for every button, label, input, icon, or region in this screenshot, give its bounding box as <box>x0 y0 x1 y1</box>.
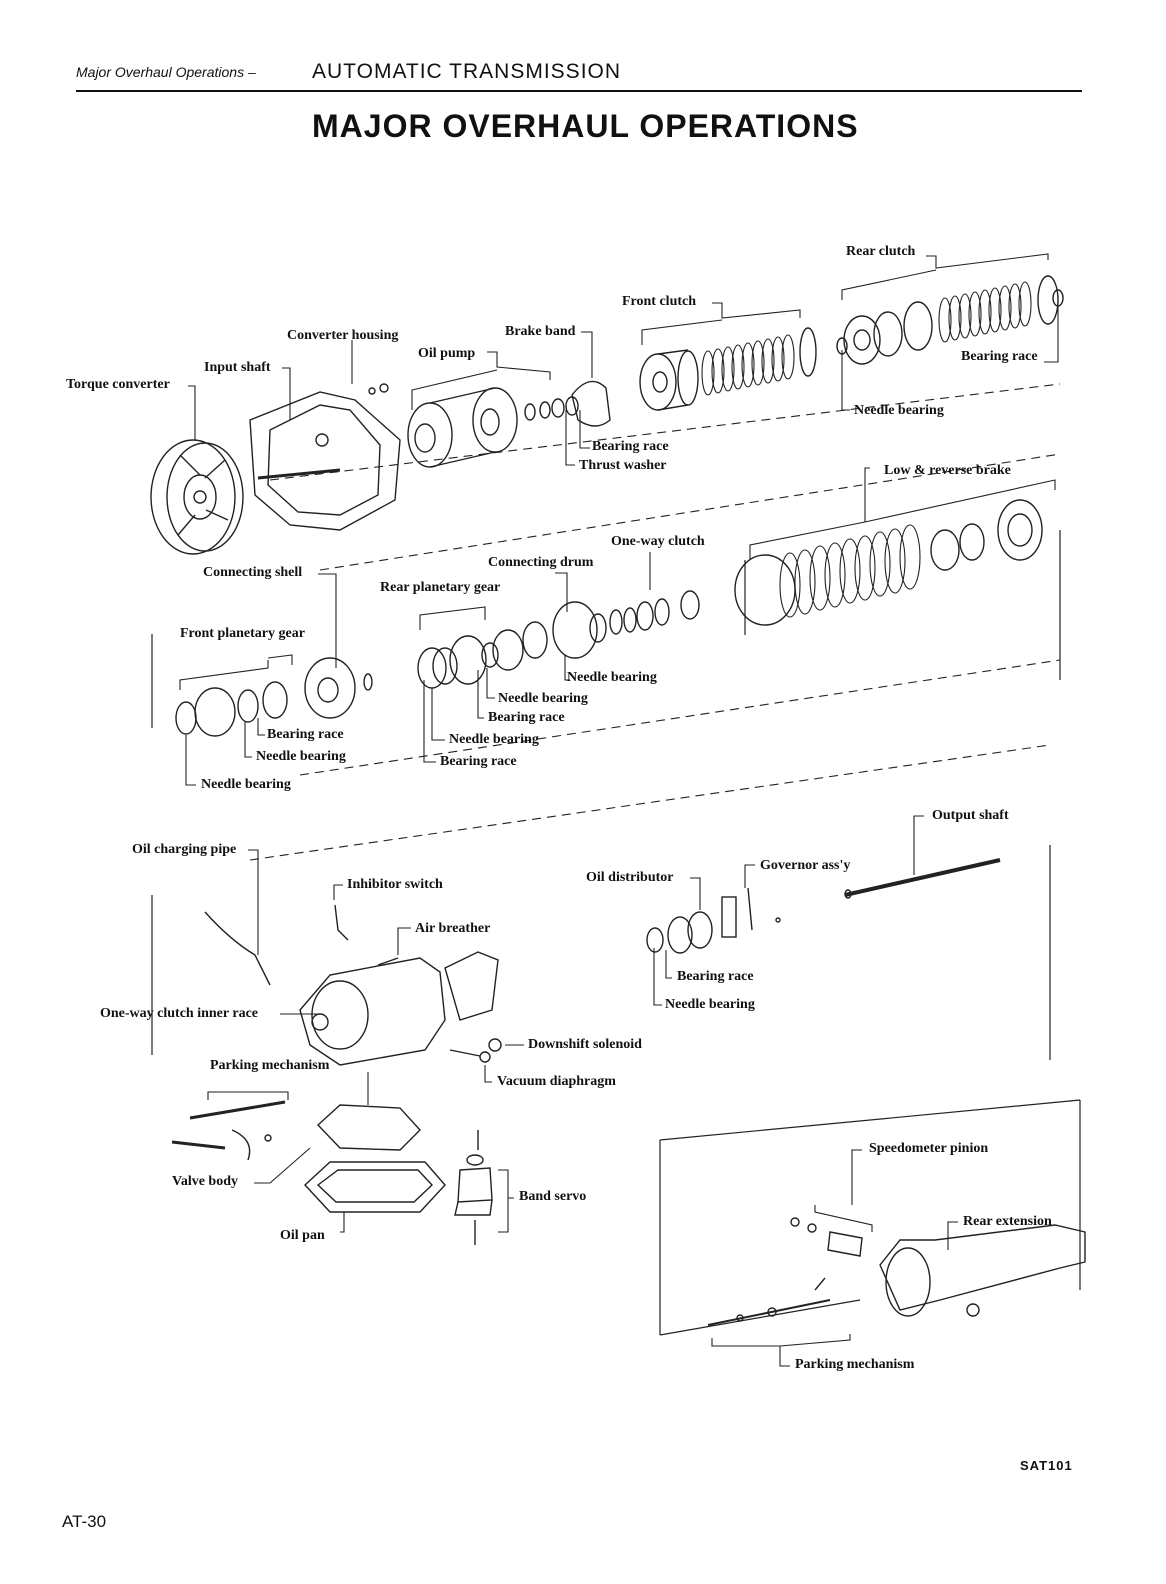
label-needle-bearing-rp1: Needle bearing <box>567 670 657 685</box>
label-one-way-clutch-inner-race: One-way clutch inner race <box>100 1006 258 1021</box>
converter-housing-drawing <box>249 383 401 531</box>
label-needle-bearing-gov: Needle bearing <box>665 997 755 1012</box>
label-converter-housing: Converter housing <box>287 328 399 343</box>
band-servo-drawing <box>454 1130 493 1245</box>
valve-body-drawing <box>304 1104 446 1213</box>
front-clutch-drawing <box>639 327 817 411</box>
label-bearing-race-gov: Bearing race <box>677 969 754 984</box>
label-valve-body: Valve body <box>172 1174 239 1189</box>
label-needle-bearing-fp2: Needle bearing <box>201 777 291 792</box>
label-governor-assy: Governor ass'y <box>760 858 851 873</box>
label-oil-pan: Oil pan <box>280 1228 325 1243</box>
label-torque-converter: Torque converter <box>66 377 170 392</box>
label-parking-mechanism-1: Parking mechanism <box>210 1058 330 1073</box>
label-connecting-shell: Connecting shell <box>203 565 303 580</box>
label-vacuum-diaphragm: Vacuum diaphragm <box>497 1074 616 1089</box>
label-brake-band: Brake band <box>505 324 576 339</box>
label-bearing-race-oil-pump: Bearing race <box>592 439 669 454</box>
label-bearing-race-rear-clutch: Bearing race <box>961 349 1038 364</box>
label-front-planetary-gear: Front planetary gear <box>180 626 305 641</box>
label-rear-planetary-gear: Rear planetary gear <box>380 580 501 595</box>
label-rear-extension: Rear extension <box>963 1214 1052 1229</box>
label-parking-mechanism-2: Parking mechanism <box>795 1357 915 1372</box>
governor-assembly-drawing <box>646 887 781 954</box>
label-rear-clutch: Rear clutch <box>846 244 916 259</box>
low-reverse-brake-drawing <box>734 499 1043 626</box>
label-input-shaft: Input shaft <box>204 360 271 375</box>
label-connecting-drum: Connecting drum <box>488 555 594 570</box>
label-needle-bearing-rear-clutch: Needle bearing <box>854 403 944 418</box>
page-header: Major Overhaul Operations – AUTOMATIC TR… <box>76 60 1082 92</box>
label-front-clutch: Front clutch <box>622 294 697 309</box>
figure-code: SAT101 <box>1020 1458 1073 1473</box>
parking-mechanism-rear-drawing <box>707 1277 831 1326</box>
label-bearing-race-rp1: Bearing race <box>488 710 565 725</box>
label-bearing-race-fp: Bearing race <box>267 727 344 742</box>
rear-extension-drawing <box>790 1217 1086 1317</box>
label-low-reverse-brake: Low & reverse brake <box>884 463 1011 478</box>
parking-mechanism-drawing <box>171 1100 286 1161</box>
label-output-shaft: Output shaft <box>932 808 1009 823</box>
label-thrust-washer: Thrust washer <box>579 458 667 473</box>
output-shaft-drawing <box>844 858 1001 899</box>
rear-planetary-set-drawing <box>417 590 700 689</box>
solenoid-parts-drawing <box>449 1038 502 1063</box>
label-needle-bearing-rp3: Needle bearing <box>449 732 539 747</box>
label-oil-pump: Oil pump <box>418 346 476 361</box>
label-needle-bearing-fp1: Needle bearing <box>256 749 346 764</box>
label-band-servo: Band servo <box>519 1189 587 1204</box>
section-title: Major Overhaul Operations – <box>76 64 256 80</box>
label-needle-bearing-rp2: Needle bearing <box>498 691 588 706</box>
chapter-title: AUTOMATIC TRANSMISSION <box>312 60 622 83</box>
input-shaft-drawing <box>257 468 341 480</box>
label-oil-charging-pipe: Oil charging pipe <box>132 842 237 857</box>
label-oil-distributor: Oil distributor <box>586 870 674 885</box>
label-inhibitor-switch: Inhibitor switch <box>347 877 443 892</box>
group-frames <box>151 530 1081 1336</box>
page-title: MAJOR OVERHAUL OPERATIONS <box>312 108 859 144</box>
section-dividers <box>249 383 1061 861</box>
page-number: AT-30 <box>62 1512 107 1531</box>
front-planetary-drawing <box>175 657 373 737</box>
torque-converter-drawing <box>150 439 244 555</box>
label-bearing-race-rp2: Bearing race <box>440 754 517 769</box>
label-one-way-clutch: One-way clutch <box>611 534 705 549</box>
leader-lines <box>179 253 1059 1367</box>
label-speedometer-pinion: Speedometer pinion <box>869 1141 989 1156</box>
label-downshift-solenoid: Downshift solenoid <box>528 1037 642 1052</box>
transmission-case-drawing <box>204 904 499 1066</box>
oil-pump-drawing <box>407 387 565 468</box>
label-air-breather: Air breather <box>415 921 491 936</box>
brake-band-drawing <box>565 380 611 427</box>
